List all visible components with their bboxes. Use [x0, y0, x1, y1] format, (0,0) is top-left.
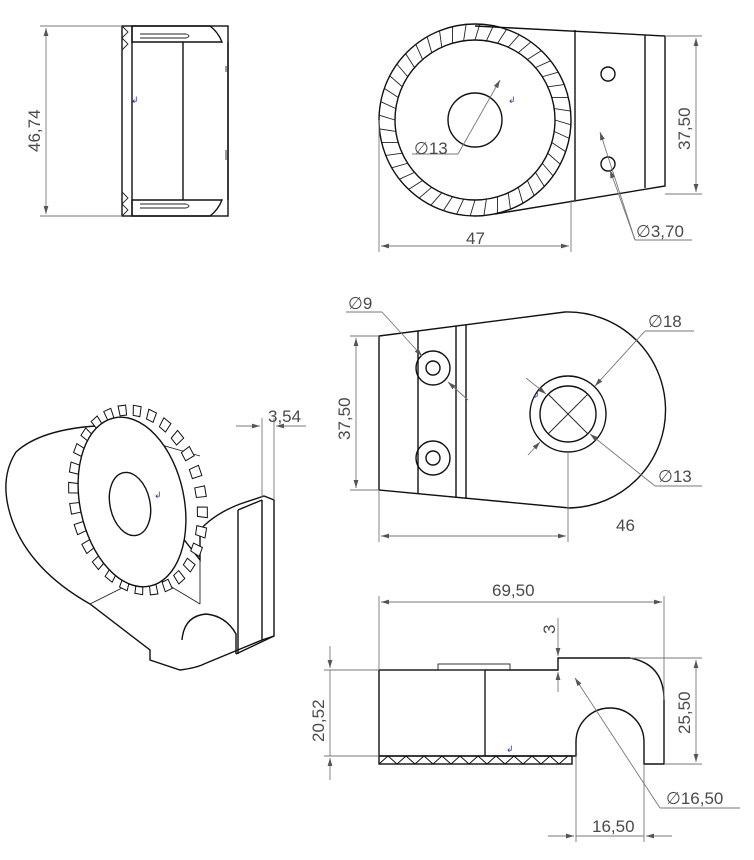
top-view: ↲ ∅9 ∅18 ∅13 37,50 46 — [335, 294, 702, 542]
gear-tooth — [196, 506, 208, 519]
gear-tooth — [443, 196, 453, 211]
gear-tooth — [456, 198, 465, 215]
dim-front-width: 47 — [466, 229, 485, 248]
gear-tooth — [554, 108, 571, 112]
gear-tooth — [485, 25, 494, 42]
front-disc-teeth — [378, 23, 572, 217]
gear-tooth — [117, 404, 128, 417]
gear-tooth — [551, 142, 566, 152]
gear-tooth — [415, 44, 424, 60]
gear-tooth — [188, 464, 203, 480]
gear-tooth — [553, 130, 570, 139]
dim-side-height: 46,74 — [25, 109, 44, 152]
gear-tooth — [541, 162, 554, 177]
isometric-view: ↲ 3,54 — [5, 404, 306, 671]
gear-tooth — [554, 119, 572, 126]
origin-marker: ↲ — [508, 95, 516, 105]
dim-top-hole: ∅9 — [348, 294, 372, 313]
gear-tooth — [547, 84, 565, 88]
gear-tooth — [385, 152, 403, 156]
gear-tooth — [68, 481, 80, 494]
gear-tooth — [399, 171, 415, 180]
gear-tooth — [389, 75, 403, 88]
gear-tooth — [380, 101, 397, 110]
gear-tooth — [483, 199, 487, 216]
gear-tooth — [469, 199, 476, 217]
gear-tooth — [542, 71, 559, 78]
dim-top-height: 37,50 — [335, 397, 354, 440]
gear-tooth — [194, 525, 208, 539]
dim-top-bore: ∅13 — [658, 467, 692, 486]
gear-tooth — [190, 542, 204, 558]
gear-tooth — [517, 187, 524, 204]
gear-tooth — [132, 404, 142, 418]
gear-tooth — [463, 24, 467, 41]
gear-tooth — [391, 162, 408, 169]
gear-tooth — [396, 63, 409, 78]
gear-tooth — [526, 180, 535, 196]
side-view: ↲ 46,74 — [25, 25, 229, 217]
gear-tooth — [507, 192, 511, 210]
gear-tooth — [507, 34, 520, 48]
gear-tooth — [535, 60, 551, 69]
gear-tooth — [426, 36, 433, 53]
gear-tooth — [172, 569, 186, 585]
origin-marker: ↲ — [131, 95, 139, 105]
gear-tooth — [535, 172, 545, 187]
dim-front-bore: ∅13 — [414, 139, 448, 158]
origin-marker: ↲ — [506, 744, 514, 754]
dim-front-hole: ∅3,70 — [636, 222, 684, 241]
gear-tooth — [384, 88, 399, 98]
origin-marker: ↲ — [154, 490, 162, 500]
dim-bottom-step: 3 — [540, 625, 559, 634]
dim-bottom-length: 69,50 — [492, 581, 535, 600]
dim-bottom-hook-offset: 16,50 — [592, 817, 635, 836]
dim-front-height: 37,50 — [675, 107, 694, 150]
gear-tooth — [194, 485, 207, 498]
gear-tooth — [430, 192, 443, 206]
gear-tooth — [547, 152, 561, 165]
front-view: ↲ ∅13 47 37,50 ∅3,70 — [378, 23, 702, 252]
gear-tooth — [527, 50, 542, 60]
dim-bottom-hook-diameter: ∅16,50 — [666, 789, 723, 808]
gear-tooth — [405, 53, 415, 68]
gear-tooth — [378, 114, 396, 121]
gear-tooth — [145, 408, 158, 424]
gear-tooth — [517, 41, 532, 54]
gear-tooth — [418, 186, 433, 199]
dim-top-length: 46 — [616, 516, 635, 535]
gear-tooth — [474, 23, 481, 41]
dim-iso-thickness: 3,54 — [268, 407, 301, 426]
gear-tooth — [379, 128, 396, 132]
dim-bottom-height-left: 20,52 — [309, 699, 328, 742]
gear-tooth — [497, 29, 507, 44]
gear-tooth — [182, 557, 196, 573]
bottom-view: ↲ 69,50 3 20,52 25,50 ∅16,50 16 — [309, 581, 740, 842]
dim-top-boss: ∅18 — [648, 312, 682, 331]
gear-tooth — [170, 429, 185, 446]
gear-tooth — [408, 180, 423, 190]
origin-marker: ↲ — [532, 390, 540, 400]
gear-tooth — [180, 445, 195, 462]
gear-tooth — [158, 416, 172, 433]
gear-tooth — [439, 30, 443, 48]
dim-bottom-height-right: 25,50 — [675, 691, 694, 734]
gear-tooth — [161, 578, 173, 593]
